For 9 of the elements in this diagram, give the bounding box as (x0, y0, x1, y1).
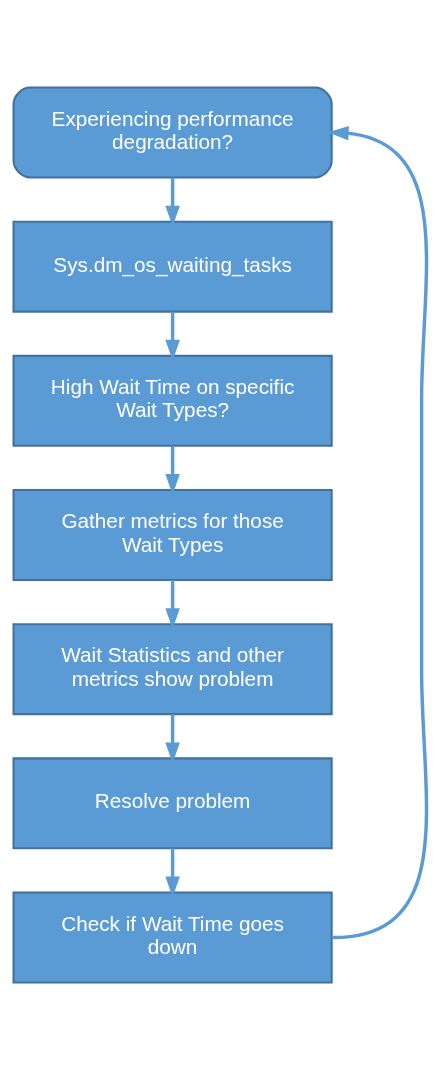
node-box: Wait Statistics and other metrics show problem (12, 623, 333, 716)
node-box: Sys.dm_os_waiting_tasks (12, 220, 333, 313)
node-box: High Wait Time on specific Wait Types? (12, 354, 333, 447)
node-box: Experiencing performance degradation? (12, 86, 333, 179)
node-box: Check if Wait Time goes down (12, 891, 333, 984)
node-box: Resolve problem (12, 757, 333, 850)
node-box: Gather metrics for those Wait Types (12, 489, 333, 581)
arrow (165, 580, 180, 629)
arrow (327, 125, 429, 940)
